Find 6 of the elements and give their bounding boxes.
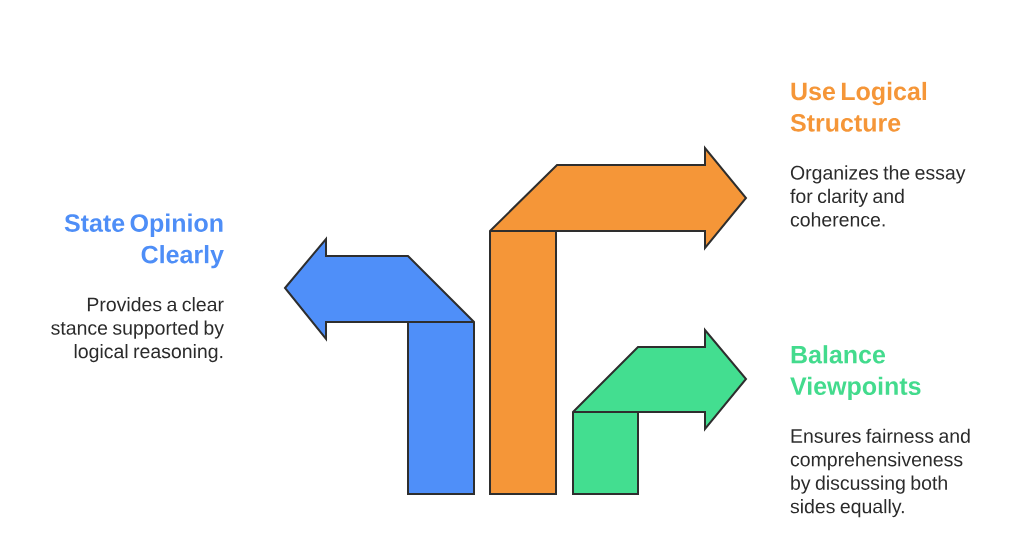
heading: State Opinion Clearly: [64, 213, 224, 269]
description: Organizes the essay for clarity and coherence.: [790, 165, 966, 227]
description: Provides a clear stance supported by logical reasoning.: [51, 297, 224, 363]
heading: Use Logical Structure: [790, 81, 927, 132]
description: Ensures fairness and comprehensiveness by discussing both sides equally.: [790, 428, 970, 518]
heading: Balance Viewpoints: [790, 345, 921, 400]
